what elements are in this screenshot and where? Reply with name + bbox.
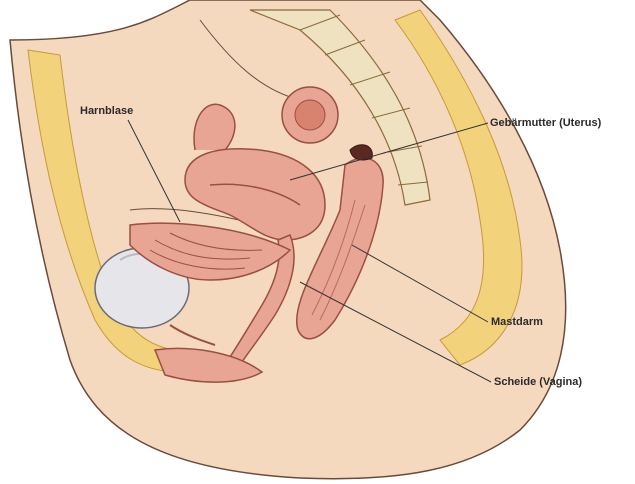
label-rectum: Mastdarm [491, 316, 543, 328]
label-vagina: Scheide (Vagina) [494, 376, 582, 388]
intestine-loop-inner [295, 100, 325, 130]
label-bladder: Harnblase [80, 105, 133, 117]
label-uterus: Gebärmutter (Uterus) [490, 117, 601, 129]
